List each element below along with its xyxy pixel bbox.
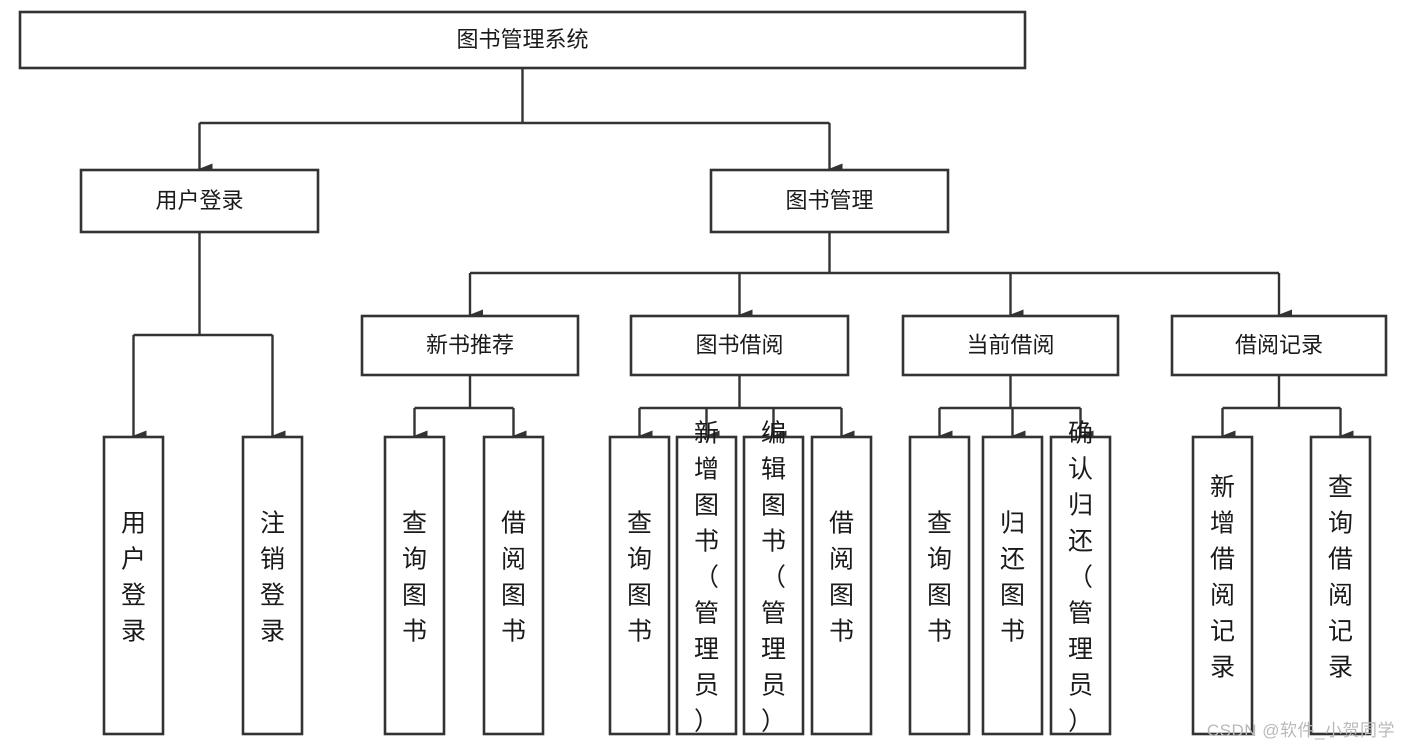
watermark-text: CSDN @软件_小贺同学 <box>1206 721 1395 740</box>
leaf-node-leaf-logout[interactable]: 注销登录 <box>241 435 304 736</box>
level3-node-borrow-record[interactable]: 借阅记录 <box>1170 314 1388 377</box>
leaf-node-leaf-add-book-admin[interactable]: 新增图书（管理员） <box>675 420 738 736</box>
node-label: 查询图书 <box>927 510 952 646</box>
node-box <box>810 435 873 736</box>
node-label: 新增借阅记录 <box>1210 474 1235 682</box>
node-box <box>1309 435 1372 736</box>
node-label: 图书管理 <box>785 188 873 213</box>
leaf-node-leaf-edit-book-admin[interactable]: 编辑图书（管理员） <box>742 420 805 736</box>
node-label: 查询借阅记录 <box>1328 474 1353 682</box>
connector-group-new-book-recommend <box>413 375 527 442</box>
node-label: 查询图书 <box>627 510 652 646</box>
level2-node-user-login[interactable]: 用户登录 <box>79 168 320 234</box>
node-label: 归还图书 <box>1000 510 1025 646</box>
node-box <box>102 435 165 736</box>
leaf-node-leaf-query-book-recommend[interactable]: 查询图书 <box>383 435 446 736</box>
connector-group-user-login <box>132 232 286 442</box>
node-box <box>675 435 738 736</box>
leaf-node-leaf-user-login[interactable]: 用户登录 <box>102 435 165 736</box>
leaf-node-leaf-borrow-book[interactable]: 借阅图书 <box>810 435 873 736</box>
level3-node-current-borrow[interactable]: 当前借阅 <box>901 314 1120 377</box>
leaf-node-leaf-query-book-borrow[interactable]: 查询图书 <box>608 435 671 736</box>
node-box <box>1191 435 1254 736</box>
node-box <box>629 314 850 377</box>
node-label: 借阅图书 <box>829 510 854 646</box>
leaf-node-leaf-return-book[interactable]: 归还图书 <box>981 435 1044 736</box>
node-box <box>901 314 1120 377</box>
node-label: 注销登录 <box>260 510 285 646</box>
node-box <box>383 435 446 736</box>
level2-node-book-management[interactable]: 图书管理 <box>709 168 950 234</box>
node-box <box>742 435 805 736</box>
connector-group-book-borrow <box>638 375 855 442</box>
node-label: 编辑图书（管理员） <box>761 420 786 736</box>
node-label: 确认归还（管理员） <box>1068 420 1093 736</box>
leaf-node-leaf-borrow-book-recommend[interactable]: 借阅图书 <box>482 435 545 736</box>
node-label: 借阅图书 <box>501 510 526 646</box>
node-box <box>981 435 1044 736</box>
node-box <box>908 435 971 736</box>
connector-group-current-borrow <box>938 375 1094 442</box>
node-box <box>360 314 580 377</box>
node-label: 图书管理系统 <box>456 27 588 52</box>
node-label: 查询图书 <box>402 510 427 646</box>
node-box <box>1049 435 1112 736</box>
node-label: 新书推荐 <box>426 332 514 357</box>
node-box <box>1170 314 1388 377</box>
node-label: 用户登录 <box>155 188 243 213</box>
node-label: 当前借阅 <box>966 332 1054 357</box>
leaf-node-leaf-query-book-current[interactable]: 查询图书 <box>908 435 971 736</box>
level3-node-book-borrow[interactable]: 图书借阅 <box>629 314 850 377</box>
node-box <box>608 435 671 736</box>
root-node[interactable]: 图书管理系统 <box>18 10 1027 70</box>
leaf-node-leaf-add-borrow-record[interactable]: 新增借阅记录 <box>1191 435 1254 736</box>
leaf-node-leaf-confirm-return-admin[interactable]: 确认归还（管理员） <box>1049 420 1112 736</box>
node-label: 新增图书（管理员） <box>694 420 719 736</box>
node-label: 借阅记录 <box>1235 332 1323 357</box>
node-box <box>241 435 304 736</box>
connector-group-book-management <box>468 232 1292 321</box>
node-label: 用户登录 <box>121 510 146 646</box>
level3-node-new-book-recommend[interactable]: 新书推荐 <box>360 314 580 377</box>
node-box <box>79 168 320 234</box>
node-box <box>482 435 545 736</box>
node-box <box>709 168 950 234</box>
connector-group-borrow-record <box>1221 375 1354 442</box>
node-label: 图书借阅 <box>695 332 783 357</box>
node-box <box>18 10 1027 70</box>
leaf-node-leaf-query-borrow-record[interactable]: 查询借阅记录 <box>1309 435 1372 736</box>
connector-group-root <box>198 68 843 175</box>
node-layer: 图书管理系统用户登录图书管理新书推荐图书借阅当前借阅借阅记录用户登录注销登录查询… <box>18 10 1388 736</box>
connector-layer <box>132 68 1354 442</box>
